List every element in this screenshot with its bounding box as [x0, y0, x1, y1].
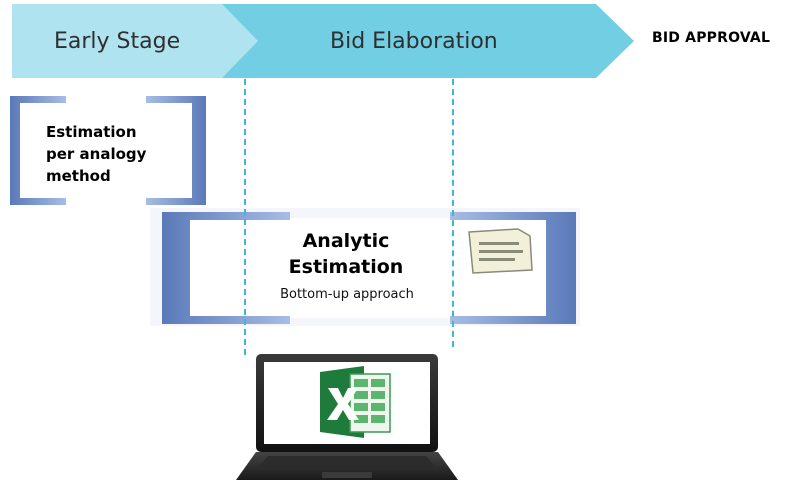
document-icon	[468, 228, 533, 274]
phase-arrows	[12, 4, 634, 78]
bottom-up-subtitle: Bottom-up approach	[280, 287, 414, 302]
excel-icon	[320, 366, 391, 438]
early-stage-arrow	[12, 4, 258, 78]
analogy-box-frame	[10, 96, 206, 205]
analogy-method-title: Estimation per analogy method	[46, 123, 147, 185]
bid-approval-label: BID APPROVAL	[652, 30, 771, 46]
bid-elaboration-label: Bid Elaboration	[330, 29, 498, 54]
dashed-divider-left	[244, 79, 246, 355]
dashed-divider-right	[452, 79, 454, 347]
early-stage-label: Early Stage	[54, 29, 181, 54]
laptop-icon	[236, 354, 458, 480]
bid-elaboration-arrow	[200, 4, 634, 78]
analytic-estimation-title: Analytic Estimation	[288, 230, 404, 278]
